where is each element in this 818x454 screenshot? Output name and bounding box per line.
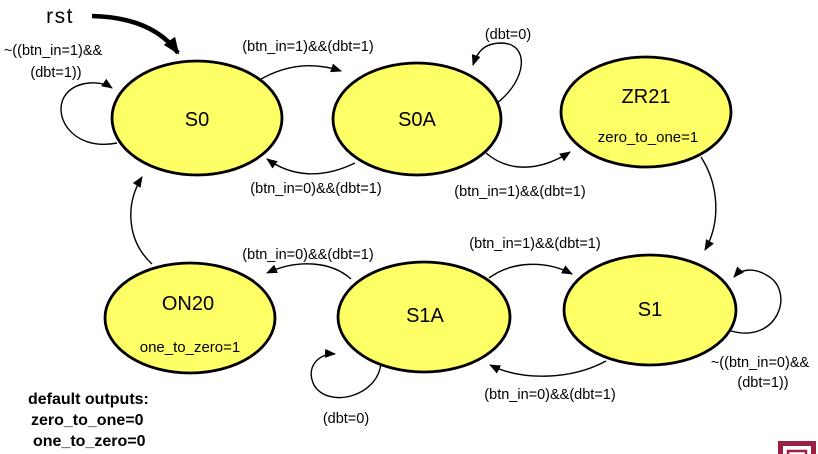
label-s0-self-line1: ~((btn_in=1)&& — [4, 43, 103, 59]
edge-s1a-self — [310, 348, 382, 399]
label-s1a-self: (dbt=0) — [323, 411, 369, 427]
state-s0a: S0A — [331, 61, 503, 177]
label-s1-self-line1: ~((btn_in=0)&& — [711, 355, 810, 371]
reset-arrow — [91, 13, 180, 55]
edge-s0a-to-s0 — [266, 158, 356, 175]
default-outputs-heading: default outputs: — [28, 391, 149, 408]
edge-s0a-to-zr21 — [485, 151, 571, 168]
edge-s0a-self — [471, 42, 523, 104]
label-s1a-to-on20: (btn_in=0)&&(dbt=1) — [242, 247, 373, 263]
state-s0a-label: S0A — [398, 109, 436, 131]
corner-accent-outer-rect — [778, 441, 816, 454]
default-outputs-line1: zero_to_one=0 — [31, 412, 144, 429]
state-on20-output: one_to_zero=1 — [140, 339, 241, 356]
state-s1-shape — [562, 253, 738, 367]
state-s1-label: S1 — [638, 299, 662, 321]
label-s0a-self: (dbt=0) — [485, 27, 531, 43]
state-s1a-shape — [336, 260, 512, 374]
transition-edges — [60, 13, 782, 399]
edge-s1-to-s1a — [489, 360, 607, 377]
edge-s0-to-s0a — [255, 63, 342, 83]
edge-s1-self — [730, 266, 782, 334]
transition-labels: rst ~((btn_in=1)&& (dbt=1)) (btn_in=1)&&… — [4, 5, 810, 427]
edge-s1a-to-s1 — [488, 263, 573, 279]
state-s0a-shape — [331, 61, 503, 177]
state-zr21-label: ZR21 — [622, 86, 671, 108]
label-s1a-to-s1: (btn_in=1)&&(dbt=1) — [469, 236, 600, 252]
default-outputs-line2: one_to_zero=0 — [33, 433, 146, 450]
label-s0-self-line2: (dbt=1)) — [30, 65, 81, 81]
state-s0-shape — [110, 59, 284, 177]
label-s0-to-s0a: (btn_in=1)&&(dbt=1) — [242, 39, 373, 55]
state-s1a: S1A — [336, 260, 512, 374]
label-s1-self-line2: (dbt=1)) — [737, 375, 788, 391]
label-s0a-to-zr21: (btn_in=1)&&(dbt=1) — [454, 184, 585, 200]
label-s1-to-s1a: (btn_in=0)&&(dbt=1) — [484, 387, 615, 403]
state-zr21: ZR21 zero_to_one=1 — [559, 55, 733, 169]
state-zr21-shape — [559, 55, 733, 169]
reset-label: rst — [46, 5, 74, 28]
corner-accent-graphic — [778, 441, 816, 454]
state-on20-label: ON20 — [162, 293, 214, 315]
state-on20-shape — [103, 261, 277, 375]
corner-accent-inner-rect — [786, 449, 808, 454]
state-on20: ON20 one_to_zero=1 — [103, 261, 277, 375]
edge-on20-to-s0 — [130, 176, 153, 265]
state-s0-label: S0 — [185, 109, 209, 131]
edge-s0-self — [60, 78, 118, 145]
edge-s1a-to-on20 — [266, 263, 352, 280]
state-zr21-output: zero_to_one=1 — [598, 129, 699, 146]
default-outputs-note: default outputs: zero_to_one=0 one_to_ze… — [28, 391, 149, 450]
state-s1a-label: S1A — [406, 305, 444, 327]
edge-zr21-to-s1 — [700, 156, 717, 251]
state-s0: S0 — [110, 59, 284, 177]
label-s0a-to-s0: (btn_in=0)&&(dbt=1) — [250, 181, 381, 197]
state-s1: S1 — [562, 253, 738, 367]
states: S0 S0A ZR21 zero_to_one=1 ON20 one_to_ze… — [103, 55, 738, 375]
